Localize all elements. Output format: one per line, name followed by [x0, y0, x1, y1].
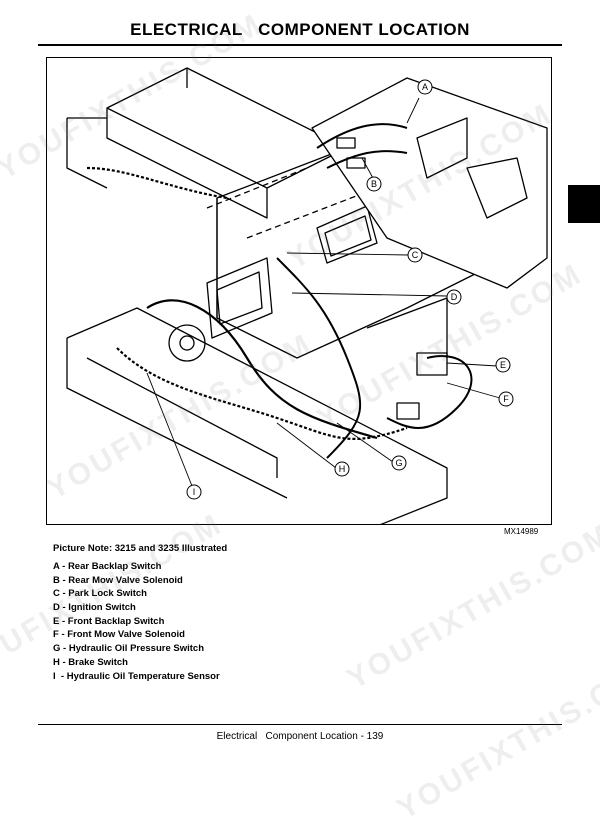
- callout-d: D: [446, 289, 462, 305]
- section-tab-marker: [568, 185, 600, 223]
- callout-g: G: [391, 455, 407, 471]
- callout-f: F: [498, 391, 514, 407]
- svg-text:C: C: [412, 250, 419, 260]
- page-footer: Electrical Component Location - 139: [216, 731, 384, 742]
- legend-item-d: D - Ignition Switch: [53, 602, 136, 614]
- ignition-hub: [168, 324, 206, 362]
- frame-rail-lower: [66, 307, 448, 524]
- frame-rail-side: [106, 108, 268, 219]
- footer-rule: [38, 724, 562, 725]
- svg-text:B: B: [371, 179, 377, 189]
- callout-b: B: [366, 176, 382, 192]
- legend-item-g: G - Hydraulic Oil Pressure Switch: [53, 643, 204, 655]
- callout-a: A: [417, 79, 433, 95]
- callout-c: C: [407, 247, 423, 263]
- front-switch-block: [416, 352, 448, 376]
- svg-text:H: H: [339, 464, 346, 474]
- page-title: ELECTRICAL COMPONENT LOCATION: [130, 20, 470, 39]
- switch-panel: [206, 257, 273, 339]
- svg-text:D: D: [451, 292, 458, 302]
- callout-i: I: [186, 484, 202, 500]
- callout-e: E: [495, 357, 511, 373]
- svg-text:A: A: [422, 82, 428, 92]
- harness-1: [146, 299, 378, 440]
- figure-id: MX14989: [504, 527, 539, 536]
- inset-detail: [311, 77, 548, 289]
- headlight: [316, 205, 378, 264]
- frame-left-bracket: [66, 117, 108, 189]
- frame-rail-top: [106, 67, 348, 189]
- legend-item-h: H - Brake Switch: [53, 656, 128, 668]
- legend-item-i: I - Hydraulic Oil Temperature Sensor: [53, 670, 220, 682]
- picture-note: Picture Note: 3215 and 3235 Illustrated: [53, 543, 228, 554]
- component-illustration: A B C D E F G H I: [46, 57, 552, 525]
- component-legend: A - Rear Backlap Switch B - Rear Mow Val…: [53, 560, 220, 683]
- callout-h: H: [334, 461, 350, 477]
- legend-item-a: A - Rear Backlap Switch: [53, 561, 162, 572]
- legend-item-f: F - Front Mow Valve Solenoid: [53, 629, 185, 641]
- title-rule: [38, 44, 562, 46]
- legend-item-e: E - Front Backlap Switch: [53, 615, 165, 627]
- svg-text:I: I: [193, 487, 196, 497]
- svg-text:E: E: [500, 360, 506, 370]
- illustration-drawing: A B C D E F G H I: [66, 67, 548, 524]
- svg-text:F: F: [503, 394, 509, 404]
- watermark: YOUFIXTHIS.COM: [341, 517, 600, 696]
- legend-item-c: C - Park Lock Switch: [53, 588, 147, 600]
- svg-text:G: G: [395, 458, 402, 468]
- legend-item-b: B - Rear Mow Valve Solenoid: [53, 574, 183, 586]
